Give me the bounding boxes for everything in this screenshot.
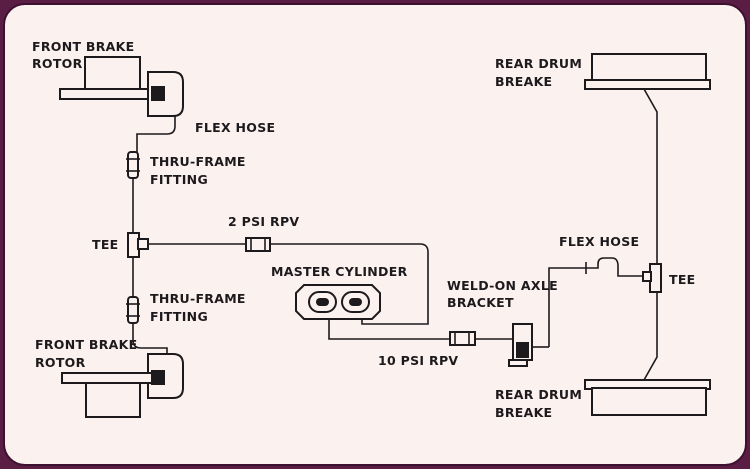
thru-frame-bottom-label-1: THRU-FRAME <box>150 291 246 306</box>
master-cylinder <box>295 284 381 320</box>
rear-drum-bottom-label-2: BREAKE <box>495 405 552 420</box>
master-cylinder-label: MASTER CYLINDER <box>271 264 408 279</box>
thru-frame-top-label-2: FITTING <box>150 172 208 187</box>
line-10psi <box>328 319 513 346</box>
thru-frame-top-label-1: THRU-FRAME <box>150 154 246 169</box>
weld-on-axle-bracket-label-2: BRACKET <box>447 295 514 310</box>
front-rotor-top-pad <box>151 86 165 101</box>
flex-hose-rear-label: FLEX HOSE <box>559 234 639 249</box>
front-rotor-top-housing <box>84 56 141 91</box>
front-rotor-bottom-disc <box>61 372 161 384</box>
front-rotor-top-disc <box>59 88 161 100</box>
weld-on-axle-bracket-label-1: WELD-ON AXLE <box>447 278 558 293</box>
tee-right-label: TEE <box>669 272 696 287</box>
rpv-10psi-label: 10 PSI RPV <box>378 353 458 368</box>
front-rotor-top-caliper <box>147 71 184 117</box>
front-rotor-bottom-housing <box>85 382 141 418</box>
flex-hose-front-label: FLEX HOSE <box>195 120 275 135</box>
rpv-10psi-valve <box>449 331 476 346</box>
rear-drum-top-label-1: REAR DRUM <box>495 56 582 71</box>
rpv-2psi-label: 2 PSI RPV <box>228 214 299 229</box>
rear-brake-lines <box>643 88 658 381</box>
thru-frame-fitting-top <box>126 151 140 179</box>
thru-frame-bottom-label-2: FITTING <box>150 309 208 324</box>
tee-right-fitting <box>642 263 662 293</box>
rear-drum-top <box>584 53 711 90</box>
tee-left-fitting <box>127 232 149 258</box>
brake-system-diagram: FRONT BRAKE ROTOR FLEX HOSE THRU-FRAME F… <box>32 39 711 420</box>
front-brake-lines <box>132 116 176 354</box>
front-rotor-bottom-pad <box>151 370 165 385</box>
line-2psi <box>148 237 429 325</box>
rear-drum-top-label-2: BREAKE <box>495 74 552 89</box>
front-brake-rotor-bottom-label-1: FRONT BRAKE <box>35 337 137 352</box>
rear-drum-bottom-label-1: REAR DRUM <box>495 387 582 402</box>
tee-left-label: TEE <box>92 237 119 252</box>
diagram-frame: FRONT BRAKE ROTOR FLEX HOSE THRU-FRAME F… <box>3 3 747 466</box>
front-brake-rotor-top-label-1: FRONT BRAKE <box>32 39 134 54</box>
front-line-to-bottom-caliper <box>132 322 168 354</box>
front-brake-rotor-top <box>59 56 184 117</box>
front-brake-rotor-bottom-label-2: ROTOR <box>35 355 86 370</box>
flex-hose-front-line <box>136 116 176 152</box>
weld-on-axle-bracket <box>508 323 549 367</box>
rpv-2psi-valve <box>245 237 271 252</box>
front-brake-rotor-bottom <box>61 353 184 418</box>
thru-frame-fitting-bottom <box>126 296 140 324</box>
front-brake-rotor-top-label-2: ROTOR <box>32 56 83 71</box>
front-rotor-bottom-caliper <box>147 353 184 399</box>
flex-hose-rear-line <box>548 257 645 347</box>
rear-drum-bottom <box>584 379 711 416</box>
